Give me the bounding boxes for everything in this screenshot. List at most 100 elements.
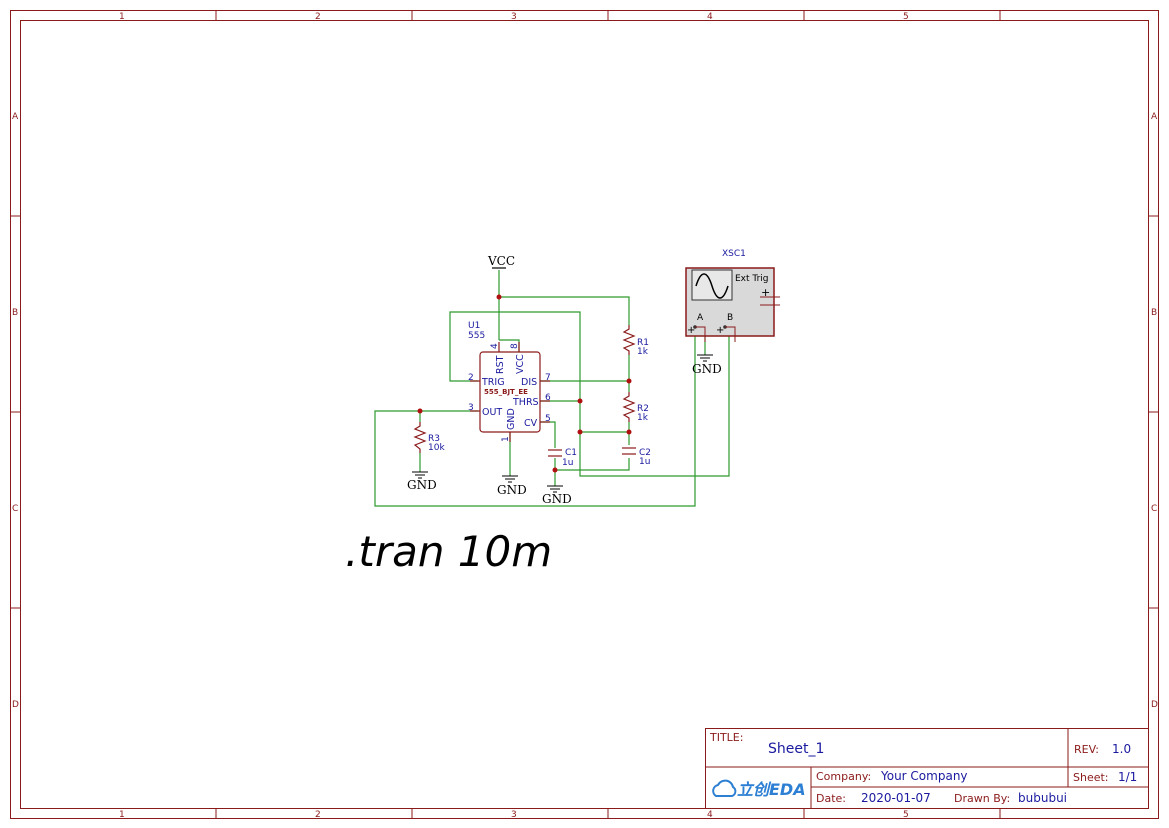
wire-out-scope[interactable] (374, 330, 696, 507)
pin-label-out: OUT (482, 407, 502, 418)
resistor-r2[interactable]: R2 1k (622, 392, 649, 423)
resistor-r3[interactable]: R3 10k (413, 422, 445, 453)
rev-value[interactable]: 1.0 (1112, 742, 1131, 756)
u1-pin-lines (470, 342, 550, 442)
pin-number: 3 (468, 403, 474, 413)
sheet-border: 1 2 3 4 5 1 2 3 4 5 A B C D A B C D (10, 10, 1159, 820)
wires (374, 270, 730, 507)
pin-label-vcc: VCC (515, 354, 526, 374)
vcc-power-symbol[interactable]: VCC (487, 254, 515, 269)
cloud-icon (712, 779, 737, 797)
pin-label-cv: CV (524, 418, 538, 429)
col-label-bottom: 1 (119, 810, 125, 820)
row-label-left: D (12, 700, 19, 710)
oscilloscope-xsc1[interactable]: XSC1 Ext Trig + A B + + (685, 249, 780, 342)
ground-symbol-u1[interactable]: GND (497, 475, 527, 497)
inner-frame (20, 20, 1149, 809)
junction-dot (417, 408, 423, 414)
sheet-title[interactable]: Sheet_1 (768, 741, 824, 757)
pin-label-rst: RST (495, 355, 506, 374)
lceda-logo: 立创EDA (712, 779, 806, 799)
pin-number: 4 (490, 343, 500, 349)
row-label-left: C (12, 504, 18, 514)
ground-symbol-scope[interactable]: GND (692, 354, 722, 376)
channel-b-label: B (727, 313, 733, 323)
junction-dot (496, 294, 502, 300)
pin-number: 2 (468, 373, 474, 383)
capacitor-c2[interactable]: C2 1u (622, 447, 651, 467)
date-label: Date: (816, 792, 846, 805)
junctions (417, 294, 632, 473)
wire-c2-gnd[interactable] (555, 458, 630, 471)
pin-number: 8 (510, 343, 520, 349)
junction-dot (577, 429, 583, 435)
column-ticks (10, 10, 1158, 818)
col-label-top: 2 (315, 12, 321, 22)
pin-number: 1 (501, 436, 511, 442)
logo-text: 立创EDA (737, 780, 806, 799)
wire-trig-loop[interactable] (449, 311, 730, 477)
wire-vcc-r1[interactable] (498, 270, 630, 325)
xsc1-ref: XSC1 (722, 249, 746, 259)
rev-label: REV: (1074, 743, 1099, 756)
r2-value: 1k (637, 413, 649, 423)
col-label-top: 3 (511, 12, 517, 22)
u1-value: 555 (468, 331, 485, 341)
gnd-label: GND (692, 362, 722, 376)
pin-label-trig: TRIG (481, 377, 505, 388)
junction-dot (626, 429, 632, 435)
company-value[interactable]: Your Company (880, 769, 968, 783)
col-label-bottom: 5 (903, 810, 909, 820)
r1-ref: R1 (637, 338, 649, 348)
col-label-top: 5 (903, 12, 909, 22)
channel-a-plus: + (687, 325, 695, 336)
scope-channel-pins (695, 326, 736, 342)
u1-555-timer[interactable]: U1 555 555_BJT_EE TRIG OUT DIS THRS CV R… (468, 321, 551, 442)
junction-dot (577, 398, 583, 404)
col-label-bottom: 4 (707, 810, 713, 820)
row-label-right: A (1151, 112, 1158, 122)
resistor-r1[interactable]: R1 1k (622, 325, 649, 357)
drawn-by-label: Drawn By: (954, 792, 1010, 805)
spice-directive[interactable]: .tran 10m (345, 527, 552, 576)
col-label-top: 1 (119, 12, 125, 22)
r3-value: 10k (428, 443, 445, 453)
row-label-right: B (1151, 308, 1157, 318)
pin-label-gnd: GND (506, 408, 517, 430)
pin-label-dis: DIS (521, 377, 537, 388)
company-label: Company: (816, 770, 871, 783)
junction-dot (552, 467, 558, 473)
gnd-label: GND (497, 483, 527, 497)
wire-cv-c1[interactable] (540, 421, 556, 448)
capacitor-c1[interactable]: C1 1u (548, 448, 577, 468)
ground-symbol-r3[interactable]: GND (407, 471, 437, 492)
gnd-label: GND (542, 492, 572, 506)
title-label: TITLE: (709, 731, 743, 744)
ext-trig-label: Ext Trig (735, 274, 769, 284)
wire-r2-c2[interactable] (580, 431, 630, 445)
drawn-by-value[interactable]: bububui (1018, 791, 1067, 805)
r2-ref: R2 (637, 404, 649, 414)
channel-a-label: A (697, 313, 704, 323)
col-label-top: 4 (707, 12, 713, 22)
sheet-value[interactable]: 1/1 (1118, 770, 1137, 784)
col-label-bottom: 3 (511, 810, 517, 820)
col-label-bottom: 2 (315, 810, 321, 820)
row-label-right: D (1151, 700, 1158, 710)
date-value[interactable]: 2020-01-07 (861, 791, 931, 805)
pin-number: 5 (545, 414, 551, 424)
row-label-right: C (1151, 504, 1157, 514)
c1-ref: C1 (565, 448, 577, 458)
c2-ref: C2 (639, 448, 651, 458)
sine-wave-icon (695, 273, 729, 299)
vcc-label: VCC (487, 254, 515, 268)
outer-frame (10, 10, 1159, 819)
title-block-frame (705, 728, 1149, 809)
pin-number: 7 (545, 373, 551, 383)
sheet-label: Sheet: (1073, 771, 1109, 784)
ground-symbol-c1[interactable]: GND (542, 485, 572, 506)
junction-dot (626, 378, 632, 384)
row-label-left: A (12, 112, 19, 122)
ext-trig-plus: + (761, 286, 770, 299)
